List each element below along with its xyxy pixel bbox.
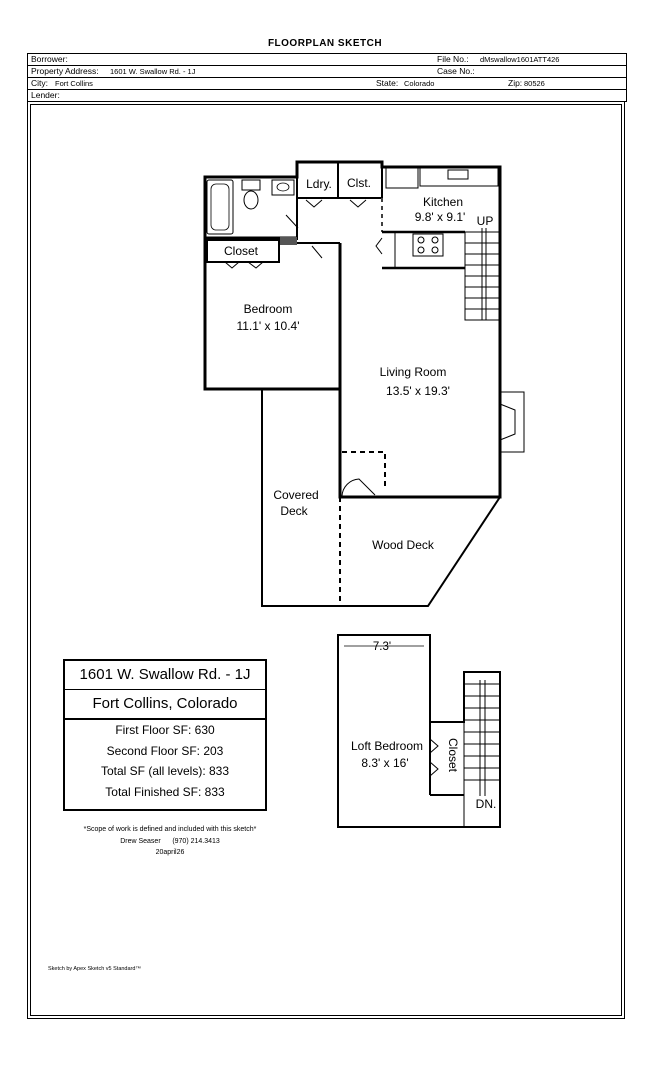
state-label: State: — [376, 78, 399, 88]
laundry-label: Ldry. — [306, 177, 332, 191]
finished-sf: Total Finished SF: 833 — [105, 784, 225, 799]
second-floor-sf: Second Floor SF: 203 — [106, 743, 224, 758]
zip-value: 80526 — [524, 79, 545, 88]
contact-note: Drew Seaser (970) 214.3413 — [120, 837, 220, 845]
notes: *Scope of work is defined and included w… — [40, 824, 300, 859]
stairs-down-label: DN. — [476, 797, 497, 811]
first-floor-sf: First Floor SF: 630 — [115, 723, 215, 737]
zip-label: Zip: — [508, 78, 523, 88]
closet-top-label: Clst. — [347, 176, 371, 190]
file-no-label: File No.: — [437, 54, 469, 64]
property-label: Property Address: — [31, 66, 99, 76]
loft-closet-doors — [429, 738, 439, 777]
date-note: 20april26 — [155, 849, 185, 856]
lender-label: Lender: — [31, 90, 60, 100]
sink-icon — [447, 169, 469, 180]
chase — [280, 237, 297, 245]
kitchen-label: Kitchen — [423, 195, 463, 209]
page-title: FLOORPLAN SKETCH — [267, 38, 383, 49]
summary-address: 1601 W. Swallow Rd. - 1J — [65, 661, 265, 690]
bathtub-icon — [206, 179, 234, 235]
row-city: City: Fort Collins State: Colorado Zip: … — [28, 78, 626, 90]
file-no-value: dMswallow1601ATT426 — [480, 55, 560, 64]
scope-note: *Scope of work is defined and included w… — [83, 826, 257, 833]
covered-deck-label-2: Deck — [280, 504, 308, 518]
city-label: City: — [31, 78, 48, 88]
loft-stairs — [464, 680, 500, 796]
closet-doors-bed — [224, 261, 264, 269]
bath-door — [285, 214, 323, 259]
counter-sink — [419, 166, 499, 187]
loft-label: Loft Bedroom — [351, 739, 423, 753]
sketch-frame-outer — [27, 101, 625, 1019]
range-icon — [412, 233, 444, 257]
row-borrower: Borrower: File No.: dMswallow1601ATT426 — [28, 54, 626, 66]
loft-outline — [337, 634, 501, 828]
bedroom-label: Bedroom — [244, 302, 293, 316]
loft-closet-label: Closet — [446, 738, 460, 773]
covered-deck-label: Covered — [273, 488, 318, 502]
closet-doors-top — [305, 199, 367, 208]
property-value: 1601 W. Swallow Rd. - 1J — [110, 67, 196, 76]
living-label: Living Room — [380, 365, 447, 379]
case-no-label: Case No.: — [437, 66, 475, 76]
summary-box: 1601 W. Swallow Rd. - 1J Fort Collins, C… — [63, 659, 267, 811]
pantry-door — [375, 237, 383, 255]
software-credit: Sketch by Apex Sketch v5 Standard™ — [48, 966, 141, 972]
deck-outline — [261, 389, 501, 607]
stairs-up-label: UP — [477, 214, 494, 228]
bedroom-dim: 11.1' x 10.4' — [236, 319, 299, 333]
loft-dim: 8.3' x 16' — [361, 756, 408, 770]
city-value: Fort Collins — [55, 79, 93, 88]
wood-deck-label: Wood Deck — [372, 538, 435, 552]
kitchen-dim: 9.8' x 9.1' — [415, 210, 466, 224]
toilet-icon — [241, 179, 261, 191]
sink-bath-icon — [271, 179, 295, 196]
summary-city: Fort Collins, Colorado — [65, 690, 265, 720]
row-property: Property Address: 1601 W. Swallow Rd. - … — [28, 66, 626, 78]
fireplace — [500, 391, 525, 453]
bedroom-closet-label: Closet — [224, 244, 259, 258]
main-stairs — [464, 228, 501, 321]
total-sf: Total SF (all levels): 833 — [100, 764, 230, 778]
bedroom-closet — [206, 239, 280, 263]
loft-width-dim: 7.3' — [373, 641, 391, 653]
state-value: Colorado — [404, 79, 435, 88]
sketch-frame-inner — [30, 104, 622, 1016]
entry-dashed — [342, 451, 386, 486]
living-dim: 13.5' x 19.3' — [386, 384, 450, 398]
borrower-label: Borrower: — [31, 54, 68, 64]
refrigerator — [385, 166, 419, 189]
entry-door — [341, 478, 376, 497]
